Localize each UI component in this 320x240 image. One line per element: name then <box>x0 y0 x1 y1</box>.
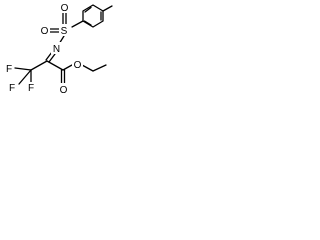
fluorine-bond-3 <box>18 69 32 85</box>
svg-text:F: F <box>28 83 34 94</box>
imine-carbon-to-carbonyl-bond <box>46 60 64 71</box>
benzene-ring <box>82 4 104 28</box>
imine-bond-b <box>48 53 56 63</box>
atom-label-fluorine-lower-left: F <box>7 82 17 94</box>
structure-canvas: S O O N F F F O <box>0 0 127 108</box>
ethyl-bond-2 <box>92 64 107 72</box>
atom-label-sulfur: S <box>59 24 69 37</box>
atom-label-sulfonyl-oxygen-top: O <box>59 2 70 14</box>
ring-to-sulfur-bond <box>71 20 84 28</box>
svg-text:F: F <box>6 64 12 75</box>
ester-oxygen-bond <box>62 64 73 71</box>
svg-text:O: O <box>61 3 69 14</box>
ring-double-bond-b <box>83 20 92 26</box>
svg-text:O: O <box>74 60 82 71</box>
atom-label-sulfonyl-oxygen-left: O <box>39 24 50 37</box>
chemical-structure-drawing: S O O N F F F O <box>4 2 113 96</box>
ethyl-bond-1 <box>81 64 94 72</box>
atom-label-nitrogen: N <box>51 42 62 55</box>
imine-carbon-to-cf3-bond <box>30 60 48 71</box>
svg-text:S: S <box>61 26 68 37</box>
atom-label-ester-oxygen: O <box>72 58 83 71</box>
fluorine-bond-2 <box>14 67 32 71</box>
atom-label-carbonyl-oxygen: O <box>58 83 69 96</box>
atom-label-fluorine-left: F <box>4 62 14 75</box>
svg-text:F: F <box>9 83 15 94</box>
svg-text:O: O <box>41 26 49 37</box>
svg-text:N: N <box>53 44 60 55</box>
ring-double-bond-c <box>84 6 92 13</box>
svg-text:O: O <box>60 85 68 96</box>
methyl-bond <box>102 5 113 12</box>
benzene-ring-outline <box>82 4 104 28</box>
atom-label-fluorine-bottom: F <box>26 82 36 94</box>
